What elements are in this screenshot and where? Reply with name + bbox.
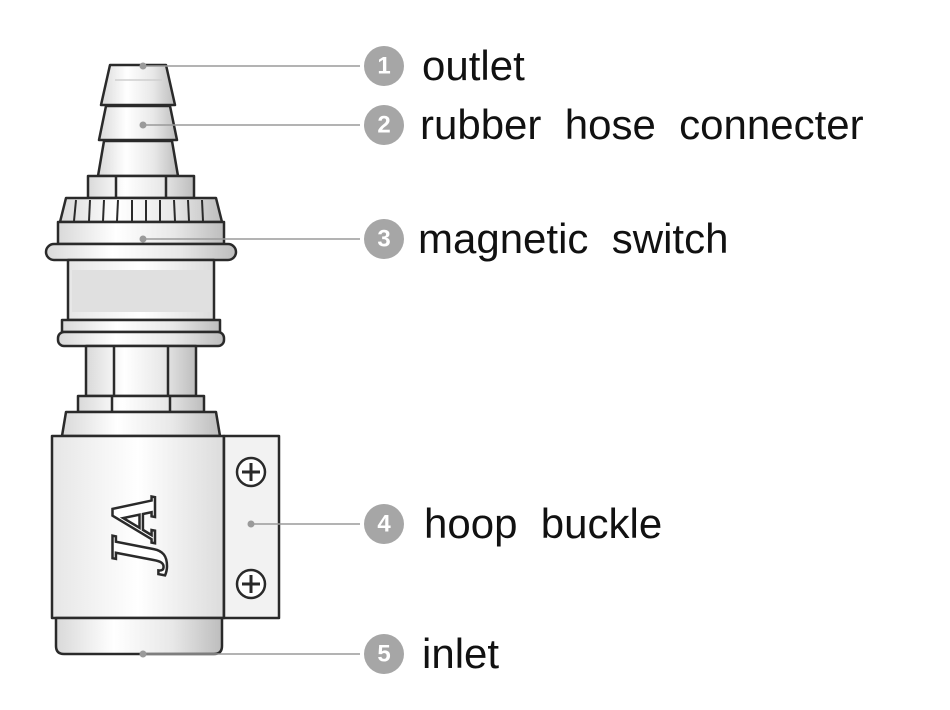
number-badge bbox=[364, 504, 404, 544]
callouts: 1 outlet 2 rubber hose connecter 3 magnetic s… bbox=[139, 42, 864, 677]
lower-hex-nut bbox=[60, 394, 222, 438]
number-badge-text: 4 bbox=[377, 510, 391, 537]
screw-icon bbox=[235, 456, 267, 488]
callout-label: magnetic switch bbox=[418, 215, 728, 262]
callout-label: rubber hose connecter bbox=[420, 101, 864, 148]
number-badge-text: 5 bbox=[377, 640, 390, 667]
callout-5: 5 inlet bbox=[139, 630, 499, 677]
number-badge bbox=[364, 46, 404, 86]
callout-2: 2 rubber hose connecter bbox=[139, 101, 864, 148]
number-badge bbox=[364, 219, 404, 259]
callout-1: 1 outlet bbox=[139, 42, 525, 89]
device-illustration bbox=[44, 63, 281, 656]
callout-label: hoop buckle bbox=[424, 500, 662, 547]
outlet-nozzle bbox=[99, 63, 177, 107]
inlet-cap bbox=[54, 616, 224, 656]
number-badge-text: 1 bbox=[377, 52, 390, 79]
callout-label: outlet bbox=[422, 42, 525, 89]
number-badge-text: 2 bbox=[377, 111, 390, 138]
lower-stem bbox=[84, 344, 198, 398]
screw-icon bbox=[235, 568, 267, 600]
callout-label: inlet bbox=[422, 630, 499, 677]
number-badge bbox=[364, 634, 404, 674]
hose-barb bbox=[96, 104, 180, 178]
flange-ring bbox=[44, 242, 238, 262]
number-badge bbox=[364, 105, 404, 145]
logo-text: JA bbox=[101, 494, 169, 576]
number-badge-text: 3 bbox=[377, 225, 390, 252]
switch-body bbox=[56, 258, 226, 348]
brand-logo: JA bbox=[100, 493, 171, 578]
callout-3: 3 magnetic switch bbox=[139, 215, 728, 262]
callout-4: 4 hoop buckle bbox=[247, 500, 662, 547]
hex-nut bbox=[86, 174, 196, 200]
